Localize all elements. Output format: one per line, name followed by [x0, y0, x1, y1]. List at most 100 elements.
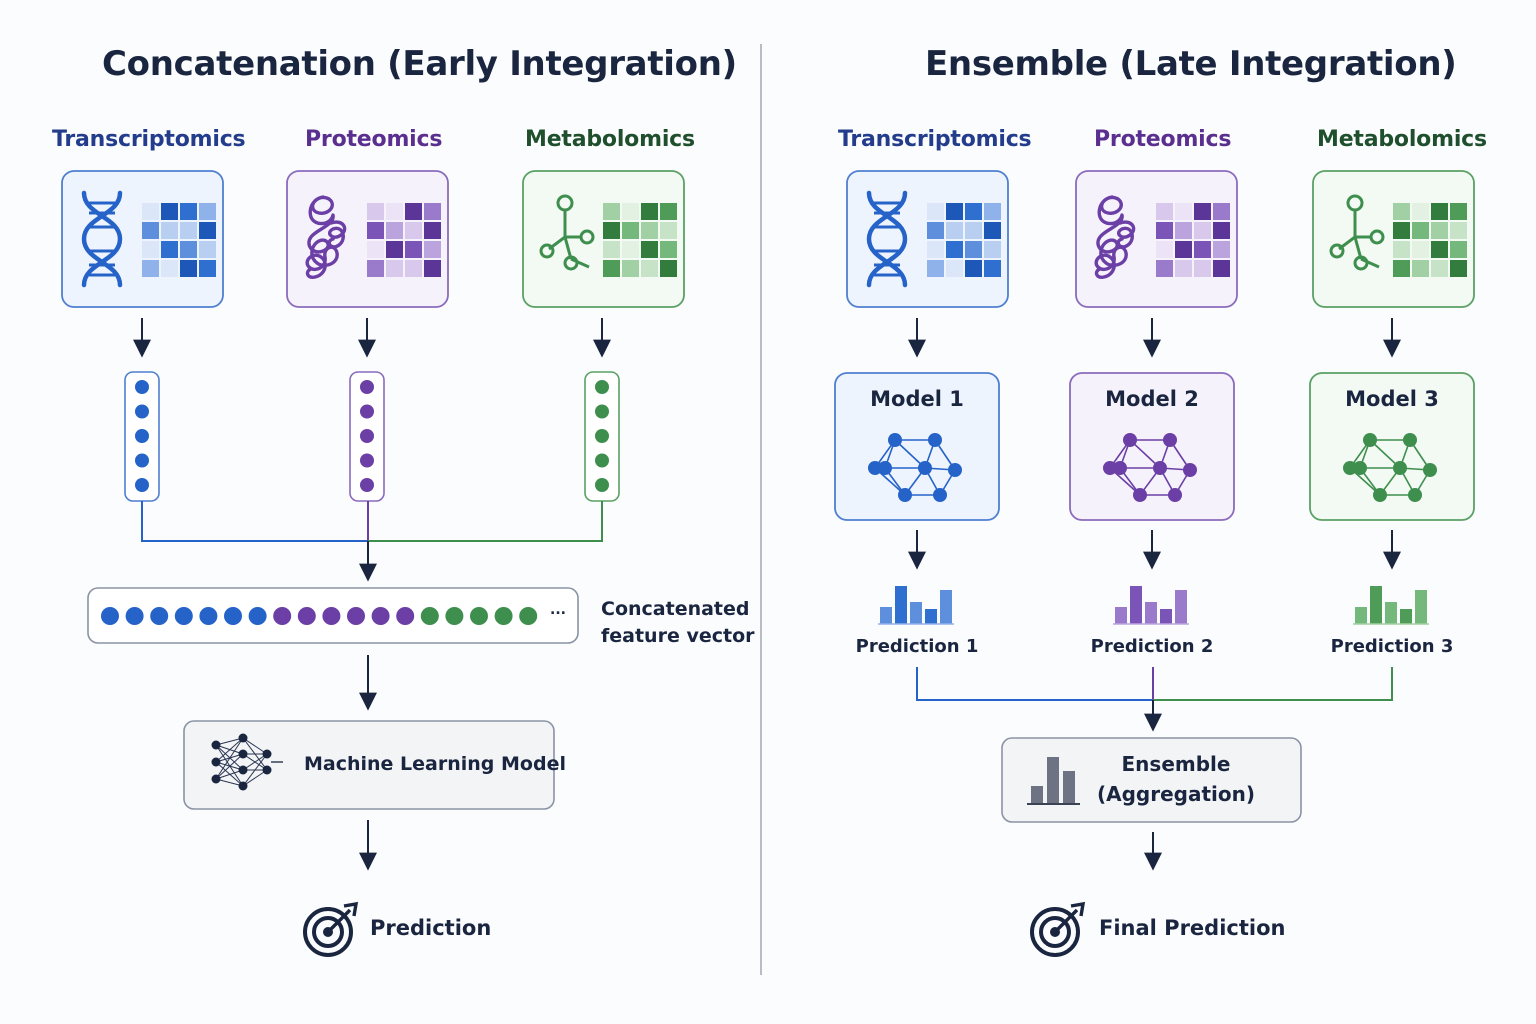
heatmap-cell	[142, 222, 159, 239]
heatmap-cell	[984, 260, 1001, 277]
feature-dot	[135, 478, 149, 492]
left-panel-title: Concatenation (Early Integration)	[102, 44, 737, 84]
model-3-label: Model 3	[1345, 387, 1439, 411]
left-prediction-label: Prediction	[370, 916, 492, 940]
bond	[563, 236, 573, 260]
heatmap-cell	[965, 222, 982, 239]
left-omic-card-metabolomics	[522, 170, 685, 308]
heatmap-cell	[367, 203, 384, 220]
heatmap-cell	[984, 222, 1001, 239]
bond	[570, 257, 590, 269]
neural-network-icon	[868, 433, 962, 502]
dna-icon	[866, 190, 908, 288]
heatmap-cell	[199, 260, 216, 277]
heatmap-cell	[1412, 222, 1429, 239]
feature-dot	[360, 478, 374, 492]
prediction-bar	[940, 590, 952, 624]
heatmap-icon	[1393, 203, 1467, 277]
ensemble-bar	[1031, 786, 1043, 804]
atom	[1369, 229, 1385, 245]
atom	[563, 255, 579, 271]
heatmap-cell	[927, 241, 944, 258]
nn-edge	[242, 737, 268, 755]
heatmap-icon	[927, 203, 1001, 277]
concat-dot	[322, 607, 341, 625]
nn-node	[948, 463, 962, 477]
heatmap-cell	[1393, 222, 1410, 239]
model-1-box	[834, 372, 1000, 521]
nn-edge	[242, 753, 268, 771]
heatmap-cell	[1213, 203, 1230, 220]
feature-dot	[135, 453, 149, 468]
heatmap-cell	[946, 260, 963, 277]
heatmap-cell	[603, 222, 620, 239]
nn-node	[211, 740, 221, 750]
concat-dot	[174, 607, 193, 625]
target-ring	[1030, 907, 1080, 957]
concat-dot	[371, 607, 390, 625]
feature-dot	[135, 404, 149, 419]
nn-node	[1183, 463, 1197, 477]
heatmap-cell	[142, 260, 159, 277]
concatenated-vector	[87, 587, 579, 644]
concat-dot	[150, 607, 169, 625]
prediction-bar	[910, 602, 922, 624]
heatmap-cell	[946, 203, 963, 220]
heatmap-icon	[367, 203, 441, 277]
heatmap-cell	[161, 222, 178, 239]
heatmap-cell	[984, 241, 1001, 258]
heatmap-cell	[622, 203, 639, 220]
feature-dot	[360, 380, 374, 394]
heatmap-cell	[424, 222, 441, 239]
heatmap-cell	[1412, 260, 1429, 277]
protein-chain	[1094, 195, 1128, 280]
ml-model-box	[183, 720, 555, 810]
protein-chain	[305, 195, 339, 280]
nn-node	[238, 749, 248, 759]
concat-label-line1: Concatenated	[601, 598, 750, 620]
heatmap-cell	[1156, 222, 1173, 239]
ensemble-connector-3	[1153, 667, 1393, 701]
neural-network-icon	[1343, 433, 1437, 502]
heatmap-cell	[1431, 222, 1448, 239]
heatmap-cell	[424, 260, 441, 277]
heatmap-cell	[660, 203, 677, 220]
dna-strand	[866, 190, 908, 288]
ensemble-label-line1: Ensemble	[1121, 752, 1231, 776]
bond	[1360, 257, 1380, 269]
heatmap-cell	[641, 241, 658, 258]
heatmap-cell	[142, 241, 159, 258]
feature-dot	[595, 453, 609, 468]
heatmap-cell	[142, 203, 159, 220]
nn-node	[928, 433, 942, 447]
target-icon	[303, 901, 359, 957]
nn-node	[1343, 461, 1357, 475]
concat-label-line2: feature vector	[601, 625, 755, 647]
prediction-bar	[1175, 590, 1187, 624]
heatmap-cell	[1431, 241, 1448, 258]
nn-node	[1408, 488, 1422, 502]
heatmap-cell	[180, 222, 197, 239]
ml-model-label: Machine Learning Model	[304, 753, 566, 775]
feature-dot	[595, 404, 609, 419]
atom	[579, 229, 595, 245]
heatmap-cell	[965, 203, 982, 220]
heatmap-icon	[603, 203, 677, 277]
heatmap-cell	[1194, 241, 1211, 258]
prediction-bar	[1355, 607, 1367, 624]
feature-dot	[595, 478, 609, 492]
concat-dot	[420, 607, 439, 625]
heatmap-cell	[1431, 260, 1448, 277]
prediction-bar	[1370, 586, 1382, 624]
nn-node	[1393, 461, 1407, 475]
heatmap-cell	[161, 260, 178, 277]
heatmap-cell	[1156, 241, 1173, 258]
concat-dot	[101, 607, 119, 625]
heatmap-cell	[641, 222, 658, 239]
nn-node	[878, 461, 892, 475]
heatmap-cell	[603, 203, 620, 220]
right-label-proteomics: Proteomics	[1094, 127, 1232, 152]
nn-node	[1353, 461, 1367, 475]
atom	[1353, 255, 1369, 271]
heatmap-cell	[927, 222, 944, 239]
